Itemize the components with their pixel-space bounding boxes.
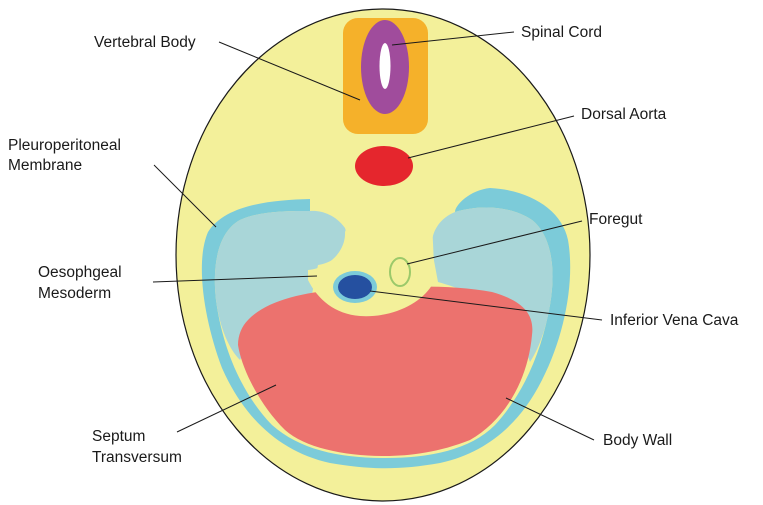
dorsal-aorta <box>355 146 413 186</box>
inferior-vena-cava <box>338 275 372 299</box>
label-body-wall: Body Wall <box>603 432 672 449</box>
label-oesophageal-mesoderm-line2: Mesoderm <box>38 285 111 302</box>
label-septum-transversum-line1: Septum <box>92 428 145 445</box>
label-pleuroperitoneal-membrane-line2: Membrane <box>8 157 82 174</box>
label-dorsal-aorta: Dorsal Aorta <box>581 106 667 123</box>
central-canal <box>380 43 391 89</box>
label-vertebral-body: Vertebral Body <box>94 34 196 51</box>
label-spinal-cord: Spinal Cord <box>521 24 602 41</box>
label-oesophageal-mesoderm-line1: Oesophgeal <box>38 264 122 281</box>
label-pleuroperitoneal-membrane-line1: Pleuroperitoneal <box>8 137 121 154</box>
label-septum-transversum-line2: Transversum <box>92 449 182 466</box>
label-inferior-vena-cava: Inferior Vena Cava <box>610 312 739 329</box>
label-foregut: Foregut <box>589 211 643 228</box>
